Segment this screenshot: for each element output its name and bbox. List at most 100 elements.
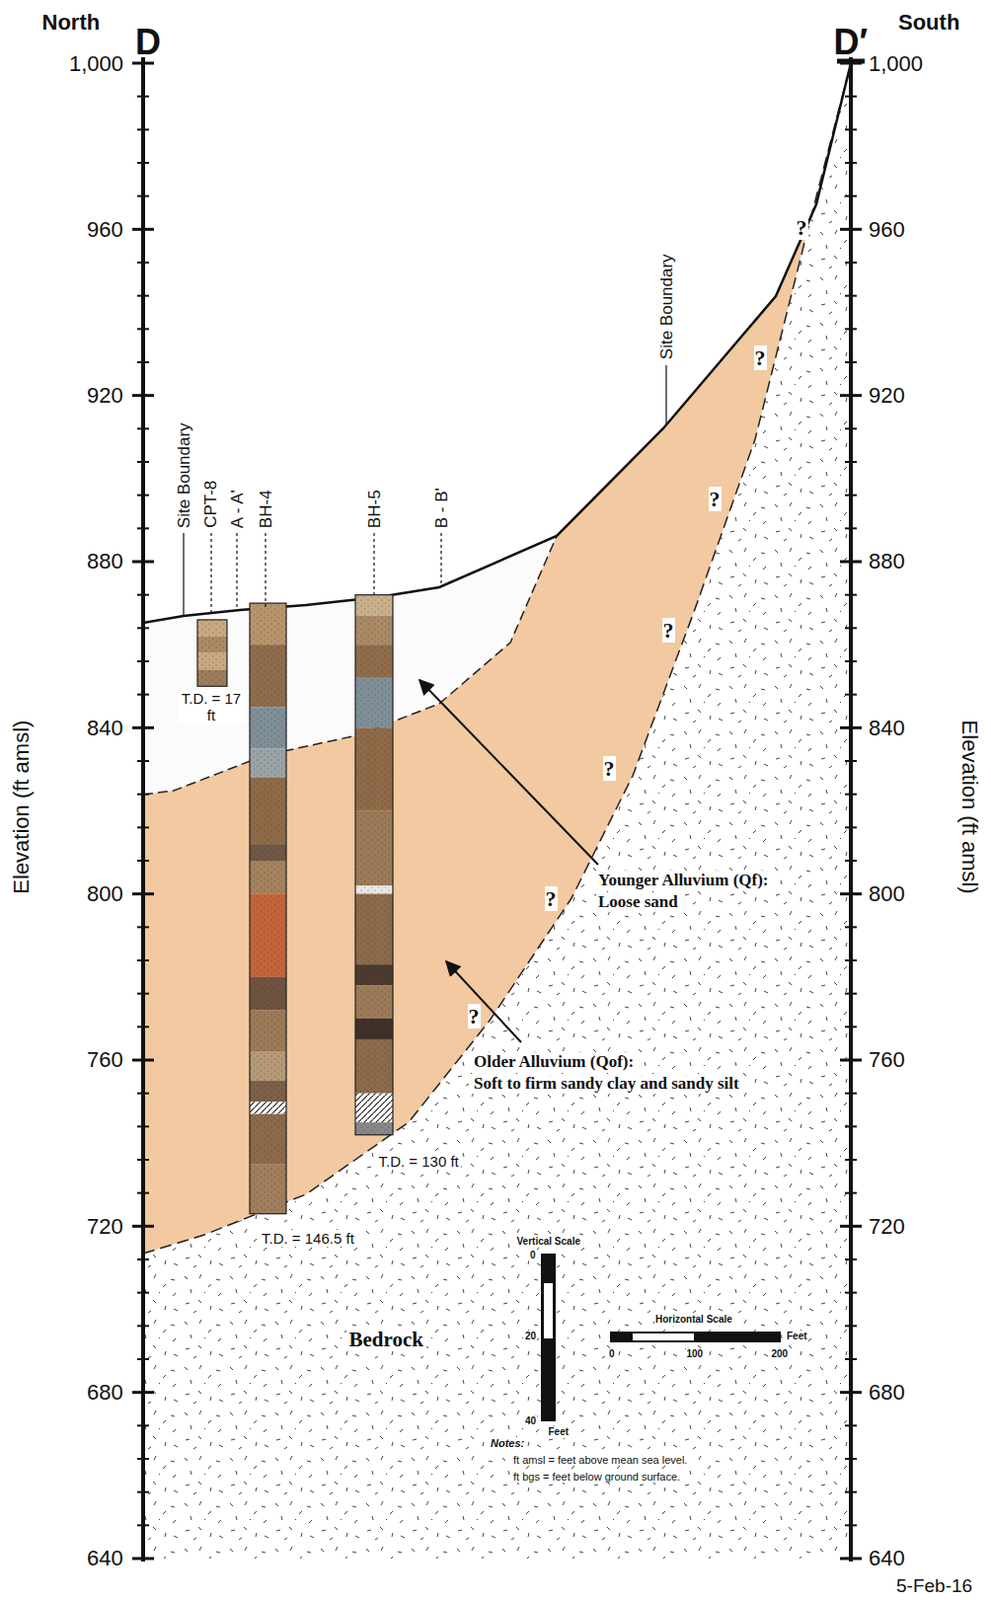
axis-tick [132, 62, 154, 66]
note-text: ft bgs = feet below ground surface. [513, 1470, 681, 1484]
axis-value: 880 [86, 548, 124, 574]
unit-name: Older Alluvium (Qof): [471, 1052, 636, 1072]
axis-value: 640 [86, 1545, 124, 1571]
axis-tick [839, 228, 862, 231]
axis-tick [844, 760, 857, 763]
borehole-layer [197, 636, 228, 654]
scale-value: 200 [770, 1348, 790, 1361]
borehole-texture [249, 1080, 287, 1102]
axis-tick [137, 1424, 150, 1427]
axis-tick [844, 1258, 857, 1261]
axis-tick [844, 826, 857, 829]
boundary-label: Site Boundary [656, 253, 677, 360]
borehole-layer [249, 977, 287, 1011]
borehole-texture [355, 885, 393, 894]
axis-tick [132, 1058, 154, 1062]
axis-tick [137, 327, 150, 330]
uncertain-contact: ? [662, 617, 676, 643]
borehole-layer [249, 748, 287, 777]
axis-tick [844, 95, 857, 98]
axis-tick [132, 726, 154, 730]
direction-label: North [42, 9, 101, 35]
borehole-texture [249, 894, 287, 978]
axis-tick [137, 361, 150, 364]
borehole-texture [249, 1163, 287, 1214]
axis-title: Elevation (ft amsl) [956, 719, 982, 894]
axis-value: 760 [868, 1047, 906, 1072]
borehole-layer [355, 885, 393, 894]
borehole-texture [249, 603, 287, 645]
scale-value: 100 [686, 1348, 705, 1361]
axis-tick [137, 959, 150, 962]
borehole-layer [355, 1093, 393, 1123]
axis-tick [844, 460, 857, 463]
borehole-texture [355, 1039, 393, 1094]
axis-tick [844, 594, 857, 597]
date-stamp: 5-Feb-16 [896, 1575, 973, 1598]
borehole-texture [249, 644, 287, 707]
borehole-layer [249, 1163, 287, 1214]
unit-name: Younger Alluvium (Qf): [596, 870, 771, 891]
borehole-layer [249, 644, 287, 707]
axis-tick [137, 594, 150, 597]
axis-tick [839, 559, 862, 563]
axis-tick [137, 1491, 150, 1494]
section-label: B - B' [431, 487, 452, 529]
borehole-label: BH-4 [255, 489, 276, 529]
axis-tick [132, 892, 154, 896]
axis-tick [137, 161, 150, 164]
borehole-texture [249, 1009, 287, 1052]
axis-tick [844, 295, 857, 298]
total-depth: T.D. = 130 ft [377, 1152, 461, 1170]
axis-tick [839, 62, 862, 66]
axis-tick [137, 1292, 150, 1295]
borehole-texture [249, 748, 287, 777]
borehole-layer [355, 678, 393, 728]
axis-tick [844, 1491, 857, 1494]
uncertain-contact: ? [708, 486, 722, 512]
axis-tick [839, 1224, 862, 1228]
axis-tick [137, 460, 150, 463]
borehole-texture [197, 653, 228, 671]
axis-tick [844, 693, 857, 696]
borehole-texture [355, 894, 393, 966]
uncertain-contact: ? [467, 1003, 481, 1029]
axis-tick [844, 1424, 857, 1427]
borehole-layer [249, 1080, 287, 1102]
axis-tick [137, 1092, 150, 1095]
axis-tick [137, 427, 150, 430]
borehole-outline [249, 603, 287, 1215]
unit-description: Loose sand [596, 892, 681, 913]
axis-value: 1,000 [868, 51, 923, 77]
axis-tick [137, 1258, 150, 1261]
axis-tick [137, 1158, 150, 1161]
borehole-layer [249, 1009, 287, 1052]
uncertain-contact: ? [603, 756, 616, 781]
axis-tick [839, 1390, 862, 1394]
borehole-layer [249, 860, 287, 895]
unit-description: Soft to firm sandy clay and sandy silt [471, 1073, 742, 1094]
borehole-layer [355, 894, 393, 966]
borehole-layer [355, 1018, 393, 1040]
borehole-layer [355, 727, 393, 811]
axis-tick [844, 660, 857, 663]
borehole-layer [249, 1114, 287, 1164]
axis-tick [844, 195, 857, 198]
borehole-texture [355, 595, 393, 616]
borehole-layer [197, 653, 228, 671]
axis-tick [137, 195, 150, 198]
borehole-outline [197, 619, 228, 687]
boundary-label: Site Boundary [173, 422, 194, 529]
axis-tick [132, 559, 154, 563]
axis-tick [137, 760, 150, 763]
borehole-layer [249, 1101, 287, 1115]
borehole-texture [355, 615, 393, 645]
axis-tick [844, 793, 857, 796]
axis-tick [137, 494, 150, 497]
axis-value: 640 [868, 1545, 906, 1571]
axis-title: Elevation (ft amsl) [8, 719, 34, 894]
borehole-layer [197, 619, 228, 637]
axis-tick [137, 95, 150, 98]
section-label: A - A' [227, 489, 247, 529]
